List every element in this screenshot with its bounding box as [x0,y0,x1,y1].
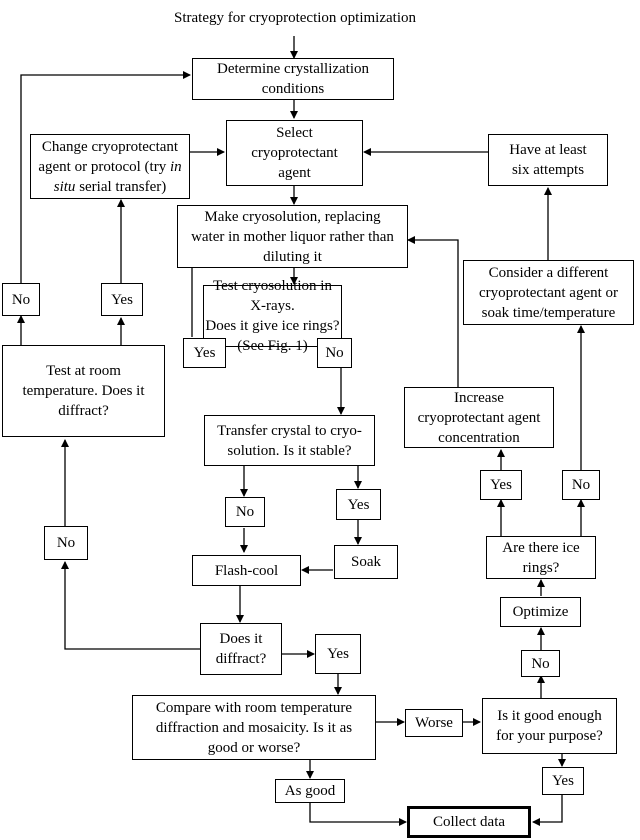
optimize-box: Optimize [500,597,581,627]
soak-box: Soak [334,545,398,579]
arrow-yes-collect [532,794,563,826]
no-ice-label: No [317,338,352,368]
increase-concentration-box: Increase cryoprotectant agent concentrat… [404,387,554,448]
no-left-label: No [2,283,40,316]
no-good-label: No [521,650,560,677]
change-text-post: serial transfer) [75,178,167,195]
are-there-ice-rings-box: Are there ice rings? [486,536,596,579]
select-agent-box: Select cryoprotectant agent [226,120,363,186]
diagram-title: Strategy for cryoprotection optimization [173,10,416,26]
yes-increase-label: Yes [480,470,522,500]
transfer-crystal-box: Transfer crystal to cryo- solution. Is i… [204,415,375,466]
arrow-diffract-no-left [61,561,201,650]
change-text-italic-2: situ [53,178,76,195]
six-attempts-box: Have at least six attempts [488,134,608,186]
consider-different-box: Consider a different cryoprotectant agen… [463,260,634,325]
test-xray-box: Test cryosolution in X-rays. Does it giv… [203,278,342,354]
make-cryosolution-box: Make cryosolution, replacing water in mo… [177,205,408,268]
collect-data-box: Collect data [407,806,531,838]
as-good-label: As good [275,779,345,803]
good-enough-box: Is it good enough for your purpose? [482,698,617,754]
yes-good-label: Yes [542,767,584,795]
determine-conditions-box: Determine crystallization conditions [192,58,394,100]
does-it-diffract-box: Does it diffract? [200,623,282,675]
change-text-italic-1: in [169,158,182,175]
yes-diffract-label: Yes [315,634,361,674]
yes-left-label: Yes [101,283,143,316]
change-cryoprotectant-box: Change cryoprotectant agent or protocol … [30,134,190,199]
compare-box: Compare with room temperature diffractio… [132,695,376,760]
flash-cool-box: Flash-cool [192,555,301,586]
arrow-noleft-determine [20,71,191,283]
yes-stable-label: Yes [336,489,381,520]
change-text-pre: Change cryoprotectant agent or protocol … [38,138,179,175]
no-consider-label: No [562,470,600,500]
test-room-temperature-box: Test at room temperature. Does it diffra… [2,345,165,437]
arrow-asgood-collect [309,803,407,826]
worse-label: Worse [405,709,463,737]
no-diffract-label: No [44,526,88,560]
no-stable-label: No [225,497,265,527]
yes-ice-label: Yes [183,338,226,368]
arrow-increase-make [407,236,459,387]
